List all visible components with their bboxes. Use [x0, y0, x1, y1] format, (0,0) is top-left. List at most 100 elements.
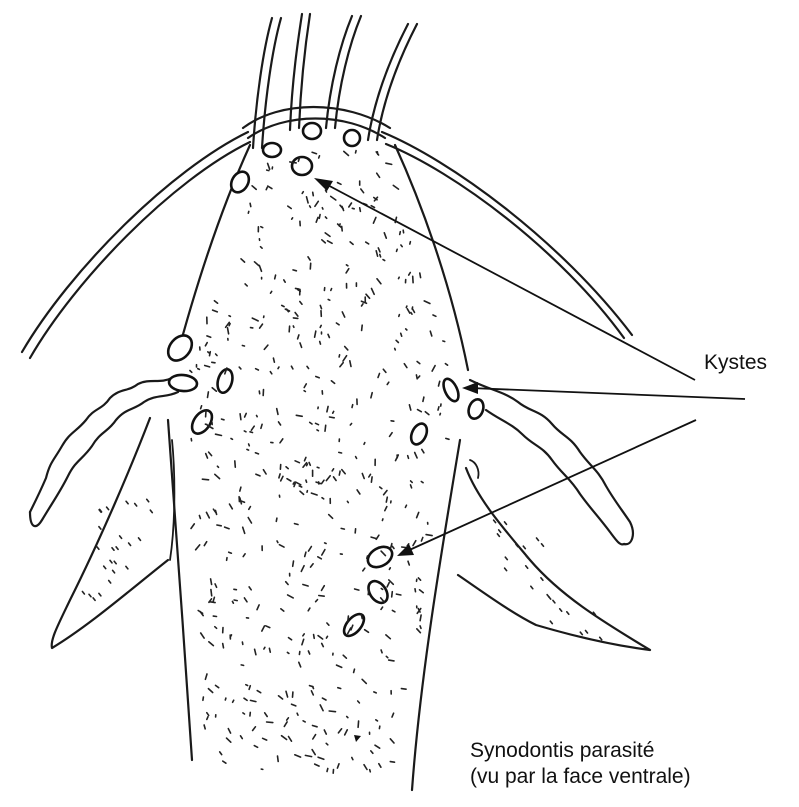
speckle	[344, 151, 349, 155]
speckle	[376, 535, 379, 539]
figure-caption: Synodontis parasité (vu par la face vent…	[470, 738, 691, 790]
speckle	[207, 717, 208, 720]
maxillary-barbels	[22, 132, 632, 358]
speckle	[284, 280, 285, 282]
speckle	[365, 630, 369, 633]
arrow-head	[397, 544, 414, 556]
speckle	[331, 196, 336, 200]
speckle	[300, 491, 304, 494]
speckle	[107, 507, 109, 510]
speckle	[364, 765, 367, 770]
speckle	[357, 490, 360, 494]
speckle	[396, 594, 401, 595]
speckle	[421, 482, 423, 483]
speckle	[203, 697, 204, 700]
speckle	[216, 685, 219, 687]
speckle	[325, 425, 326, 431]
speckle	[113, 570, 115, 573]
speckle	[379, 764, 381, 768]
speckle	[373, 217, 376, 223]
speckle	[322, 550, 325, 555]
caption-line-1: Synodontis parasité	[470, 738, 691, 764]
speckle	[245, 413, 247, 417]
speckle	[265, 713, 268, 717]
speckle	[242, 346, 244, 347]
speckle	[269, 648, 270, 652]
speckle	[322, 208, 323, 209]
speckle	[316, 600, 318, 602]
speckle	[369, 474, 371, 477]
speckle	[191, 524, 194, 529]
speckle	[390, 762, 394, 763]
speckle	[343, 655, 346, 658]
speckle	[383, 369, 386, 372]
speckle	[297, 713, 298, 715]
speckle	[213, 310, 218, 312]
speckle	[497, 534, 499, 537]
speckle	[257, 691, 261, 693]
speckle	[309, 547, 312, 552]
speckle	[227, 738, 231, 742]
speckle	[356, 457, 357, 459]
speckle	[209, 452, 212, 456]
cyst	[408, 421, 430, 447]
speckle	[417, 362, 420, 364]
speckle	[229, 316, 230, 317]
speckle	[523, 546, 525, 549]
speckle	[279, 545, 284, 547]
speckle	[214, 301, 217, 304]
speckle	[315, 764, 319, 766]
speckle	[361, 189, 364, 193]
speckle	[255, 262, 259, 266]
speckle	[362, 679, 366, 683]
speckle	[305, 552, 306, 556]
speckle	[586, 631, 588, 634]
speckle	[541, 578, 543, 581]
speckle	[303, 463, 307, 468]
speckle	[199, 516, 200, 519]
speckle	[553, 600, 555, 603]
speckle	[320, 705, 323, 711]
speckle	[420, 273, 421, 278]
cyst	[344, 130, 360, 146]
speckle	[316, 423, 319, 424]
speckle	[250, 432, 253, 433]
speckle	[241, 259, 245, 262]
speckle	[422, 449, 424, 452]
speckle	[240, 487, 241, 491]
arrow-head	[314, 178, 333, 191]
speckle	[423, 397, 424, 401]
speckle	[377, 173, 380, 177]
speckle	[386, 163, 392, 164]
speckle	[415, 453, 417, 458]
speckle	[243, 554, 245, 557]
mouth-barbels	[253, 14, 417, 148]
speckle	[391, 544, 392, 548]
speckle	[308, 608, 310, 611]
speckle	[366, 294, 370, 298]
speckle	[126, 566, 128, 569]
speckle	[222, 419, 225, 420]
speckle	[332, 469, 333, 471]
speckle	[550, 621, 552, 624]
speckle	[205, 366, 210, 367]
speckle	[494, 520, 496, 523]
speckle	[328, 241, 333, 244]
speckle	[411, 313, 412, 315]
speckle	[249, 507, 251, 510]
speckle	[307, 197, 309, 203]
speckle	[371, 751, 373, 753]
speckle	[338, 688, 341, 689]
speckle	[295, 461, 299, 463]
speckle	[314, 635, 315, 639]
speckle	[317, 467, 319, 468]
speckle	[282, 305, 284, 306]
speckle	[295, 524, 299, 525]
speckle	[229, 552, 232, 553]
speckle	[327, 769, 328, 772]
speckle	[358, 701, 360, 703]
speckle	[399, 315, 400, 317]
speckle	[399, 277, 400, 278]
speckle	[312, 750, 315, 755]
speckle	[341, 528, 344, 529]
